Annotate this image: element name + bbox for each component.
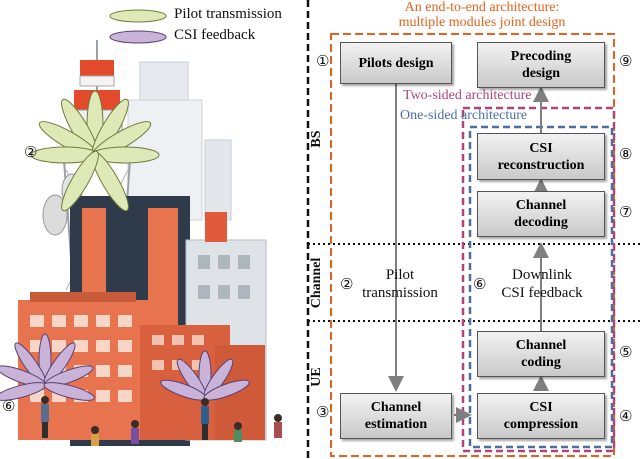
pedestrians bbox=[41, 396, 282, 446]
legend-csi-label: CSI feedback bbox=[174, 27, 256, 43]
reconstruction-label-1: CSI bbox=[529, 140, 553, 156]
pilots-design-number: ① bbox=[316, 52, 330, 70]
diagram-title: An end-to-end architecture: multiple mod… bbox=[352, 0, 612, 30]
title-line-1: An end-to-end architecture: bbox=[404, 0, 560, 15]
ue-antenna-number: ⑥ bbox=[2, 397, 16, 415]
precoding-number: ⑨ bbox=[619, 52, 633, 70]
decoding-label-2: decoding bbox=[514, 215, 568, 230]
channel-estimation-box: Channel estimation bbox=[340, 393, 452, 439]
pilots-design-label: Pilots design bbox=[358, 55, 434, 71]
title-line-2: multiple modules joint design bbox=[398, 15, 566, 30]
ue-feedback-beams-right bbox=[160, 350, 250, 401]
decoding-number: ⑦ bbox=[619, 203, 633, 221]
pilot-transmission-text: Pilot transmission bbox=[356, 266, 444, 302]
feedback-text-1: Downlink bbox=[512, 267, 572, 283]
bs-pilot-beams bbox=[30, 90, 160, 212]
channel-coding-box: Channel coding bbox=[477, 331, 605, 377]
zone-label-channel: Channel bbox=[309, 257, 324, 309]
pilots-design-box: Pilots design bbox=[340, 42, 452, 84]
legend-pilot-label: Pilot transmission bbox=[174, 6, 282, 22]
compression-label-2: compression bbox=[503, 417, 579, 432]
pilot-text-1: Pilot bbox=[385, 267, 415, 283]
csi-feedback-text: Downlink CSI feedback bbox=[492, 266, 592, 302]
coding-number: ⑤ bbox=[619, 343, 633, 361]
csi-compression-box: CSI compression bbox=[477, 393, 605, 439]
two-sided-frame bbox=[461, 106, 616, 453]
precoding-label-1: Precoding bbox=[510, 49, 572, 64]
precoding-design-box: Precoding design bbox=[477, 42, 605, 88]
decoding-label-1: Channel bbox=[515, 198, 567, 213]
csi-feedback-number: ⑥ bbox=[473, 275, 487, 293]
bs-antenna-number: ② bbox=[24, 143, 38, 161]
estimation-number: ③ bbox=[316, 403, 330, 421]
legend-csi-swatch bbox=[109, 30, 167, 44]
compression-label-1: CSI bbox=[529, 400, 553, 415]
estimation-label-2: estimation bbox=[364, 417, 428, 432]
two-sided-label: Two-sided architecture bbox=[403, 88, 532, 103]
reconstruction-number: ⑧ bbox=[619, 145, 633, 163]
precoding-label-2: design bbox=[521, 66, 561, 81]
ue-feedback-beams-left bbox=[0, 333, 95, 401]
estimation-label-1: Channel bbox=[370, 400, 422, 415]
coding-label-2: coding bbox=[521, 355, 561, 370]
zone-label-ue: UE bbox=[309, 367, 324, 387]
coding-label-1: Channel bbox=[515, 338, 567, 353]
feedback-text-2: CSI feedback bbox=[501, 285, 583, 301]
city-illustration bbox=[0, 9, 282, 446]
legend-pilot-swatch bbox=[109, 9, 167, 23]
one-sided-label: One-sided architecture bbox=[400, 108, 528, 123]
channel-decoding-box: Channel decoding bbox=[477, 191, 605, 237]
pilot-text-2: transmission bbox=[362, 285, 438, 301]
pilot-transmission-number: ② bbox=[340, 275, 354, 293]
reconstruction-label-2: reconstruction bbox=[497, 157, 585, 173]
zone-label-bs: BS bbox=[309, 130, 324, 148]
compression-number: ④ bbox=[619, 407, 633, 425]
